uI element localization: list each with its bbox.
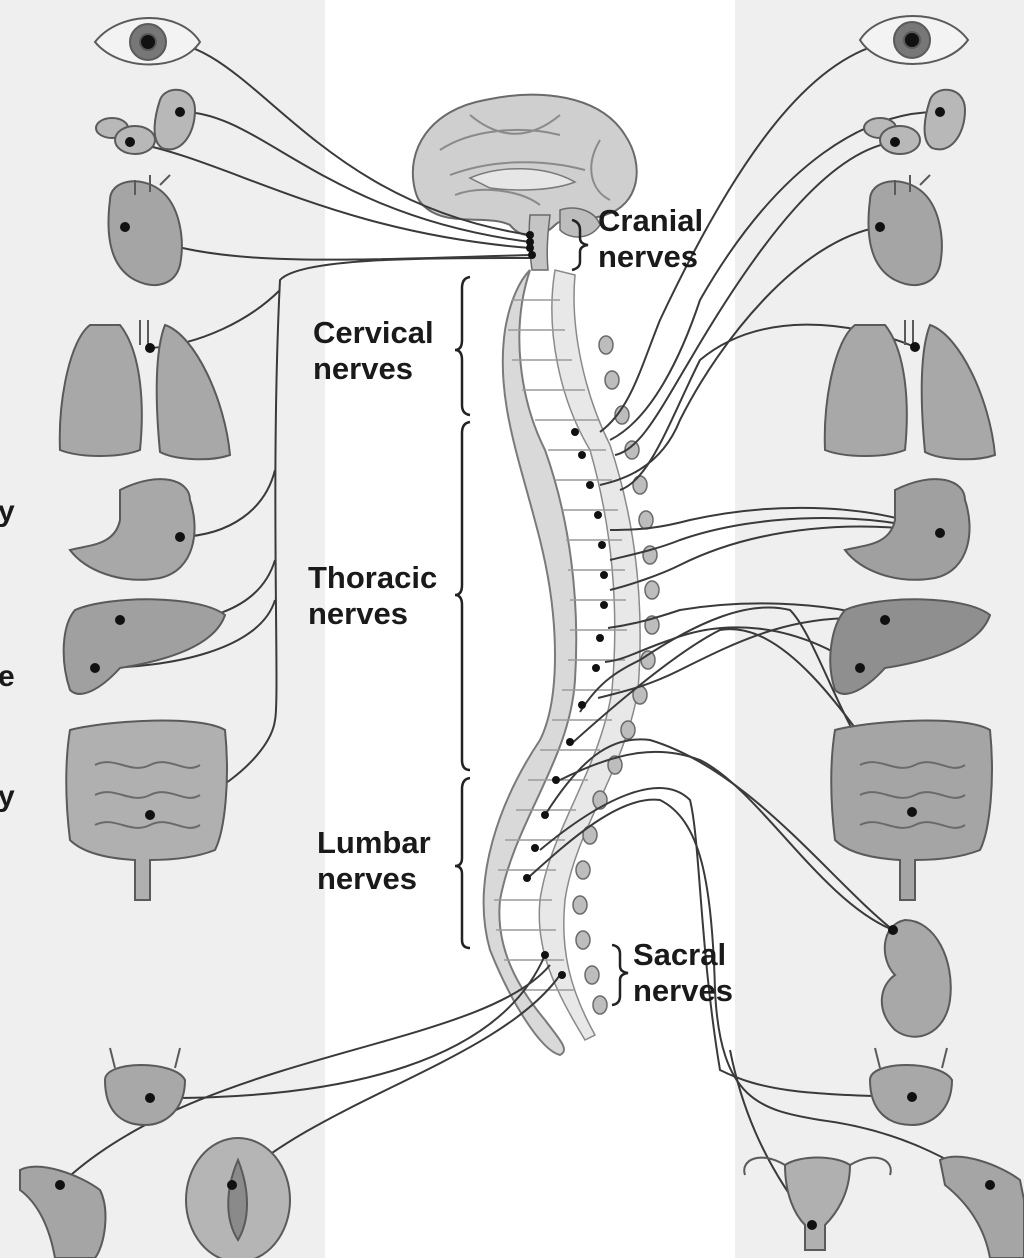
label-thoracic-line2: nerves	[308, 596, 437, 632]
edge-fragment-1: y	[0, 495, 15, 529]
left-vulva	[186, 1138, 290, 1258]
label-cervical-line1: Cervical	[313, 315, 434, 351]
bracket-lumbar	[455, 778, 470, 948]
label-cervical: Cervical nerves	[313, 315, 434, 387]
label-sacral: Sacral nerves	[633, 937, 733, 1009]
bracket-thoracic	[455, 422, 470, 770]
edge-fragment-3: y	[0, 780, 15, 814]
bracket-sacral	[612, 945, 628, 1005]
label-thoracic-line1: Thoracic	[308, 560, 437, 596]
label-cranial-line1: Cranial	[598, 203, 703, 239]
label-sacral-line1: Sacral	[633, 937, 733, 973]
label-cranial-line2: nerves	[598, 239, 703, 275]
label-lumbar-line1: Lumbar	[317, 825, 431, 861]
label-cranial: Cranial nerves	[598, 203, 703, 275]
edge-fragment-2: e	[0, 660, 15, 694]
label-cervical-line2: nerves	[313, 351, 434, 387]
bracket-cervical	[455, 277, 470, 415]
label-sacral-line2: nerves	[633, 973, 733, 1009]
label-lumbar-line2: nerves	[317, 861, 431, 897]
label-thoracic: Thoracic nerves	[308, 560, 437, 632]
label-lumbar: Lumbar nerves	[317, 825, 431, 897]
